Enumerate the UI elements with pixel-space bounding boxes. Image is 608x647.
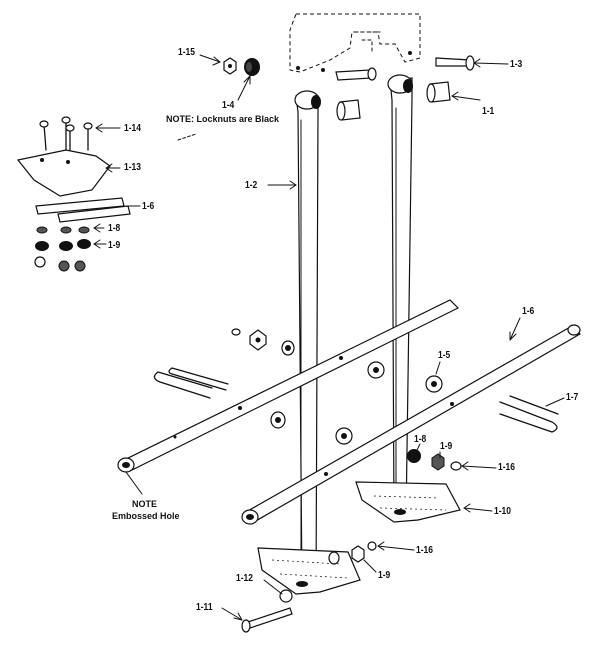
label-1-16-lower: 1-16 xyxy=(416,545,434,556)
foot-hardware xyxy=(241,541,377,633)
label-1-12: 1-12 xyxy=(236,573,254,584)
spacer-left xyxy=(336,99,361,121)
label-1-9: 1-9 xyxy=(440,441,453,452)
foot-bracket-right xyxy=(355,481,461,523)
label-1-10: 1-10 xyxy=(494,506,512,517)
label-1-1: 1-1 xyxy=(482,106,495,117)
u-bolt-right xyxy=(499,395,559,433)
spacer-1-1 xyxy=(426,81,451,103)
label-1-2: 1-2 xyxy=(245,180,258,191)
crossbar-back xyxy=(117,299,460,473)
upright-tube-left xyxy=(294,90,321,591)
spacer-1-5 xyxy=(367,361,443,393)
label-1-8-inset: 1-8 xyxy=(108,223,121,234)
label-1-11: 1-11 xyxy=(196,602,213,613)
note-embossed-text: Embossed Hole xyxy=(112,511,180,521)
leader-lines xyxy=(93,54,565,621)
crossbar-front xyxy=(241,324,581,525)
label-1-15: 1-15 xyxy=(178,47,196,58)
nut-row-left xyxy=(231,328,295,356)
inset-assembly xyxy=(16,116,131,272)
label-1-7: 1-7 xyxy=(566,392,579,403)
bolt-mid xyxy=(335,67,377,81)
label-1-6: 1-6 xyxy=(522,306,535,317)
u-bolt-left xyxy=(153,367,229,399)
label-1-9-inset: 1-9 xyxy=(108,240,121,251)
label-1-14: 1-14 xyxy=(124,123,142,134)
label-1-16-upper: 1-16 xyxy=(498,462,516,473)
washer-nut-1-8-1-9 xyxy=(407,449,462,471)
note-embossed-title: NOTE xyxy=(132,499,158,509)
note-locknuts: NOTE: Locknuts are Black xyxy=(166,114,280,124)
label-1-9-lower: 1-9 xyxy=(378,570,391,581)
washer-1-4 xyxy=(244,58,260,76)
label-1-5: 1-5 xyxy=(438,350,451,361)
locknut-1-15 xyxy=(223,57,237,75)
label-1-6-inset: 1-6 xyxy=(142,201,155,212)
bolt-1-3 xyxy=(435,55,475,71)
top-frame-bracket xyxy=(289,13,421,73)
upright-tube-right xyxy=(387,74,413,521)
label-1-4: 1-4 xyxy=(222,100,235,111)
label-1-8: 1-8 xyxy=(414,434,427,445)
spacer-lower xyxy=(270,411,353,445)
label-1-3: 1-3 xyxy=(510,59,523,70)
label-1-13: 1-13 xyxy=(124,162,142,173)
